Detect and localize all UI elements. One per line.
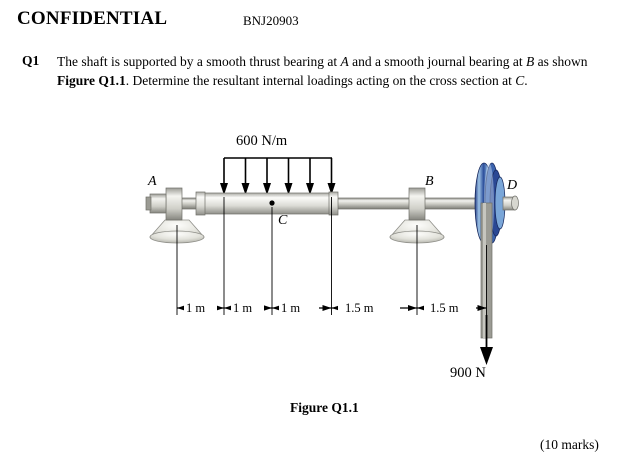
question-text-part1: The shaft is supported by a smooth thrus…: [57, 54, 341, 69]
header-exam-code: BNJ20903: [243, 13, 299, 28]
dimension-1: 1 m: [186, 301, 206, 315]
dimension-5: 1.5 m: [430, 301, 459, 315]
question-point-a: A: [340, 54, 349, 69]
question-figure-ref: Figure Q1.1: [57, 73, 126, 88]
question-text-part4: . Determine the resultant internal loadi…: [125, 73, 516, 88]
marks-label: (10 marks): [540, 437, 599, 452]
dimension-4: 1.5 m: [345, 301, 374, 315]
question-point-b: B: [526, 54, 535, 69]
question-text-part2: and a smooth journal bearing at: [348, 54, 527, 69]
figure-caption: Figure Q1.1: [290, 400, 359, 415]
question-number: Q1: [22, 53, 40, 68]
point-force-label: 900 N: [450, 365, 486, 381]
distributed-load-label: 600 N/m: [236, 133, 288, 149]
header-confidential: CONFIDENTIAL: [17, 8, 168, 29]
question-text-part5: .: [524, 73, 528, 88]
label-point-c: C: [278, 213, 288, 228]
question-text-part3: as shown: [534, 54, 588, 69]
question-text: The shaft is supported by a smooth thrus…: [57, 52, 615, 90]
dimension-2: 1 m: [233, 301, 253, 315]
figure-q1-1: 600 N/m: [0, 125, 627, 425]
question-point-c: C: [515, 73, 525, 88]
dimension-3: 1 m: [281, 301, 301, 315]
label-point-a: A: [148, 174, 157, 189]
label-point-d: D: [507, 178, 518, 193]
shaft-assembly-drawing: [145, 157, 519, 365]
label-point-b: B: [425, 174, 434, 189]
